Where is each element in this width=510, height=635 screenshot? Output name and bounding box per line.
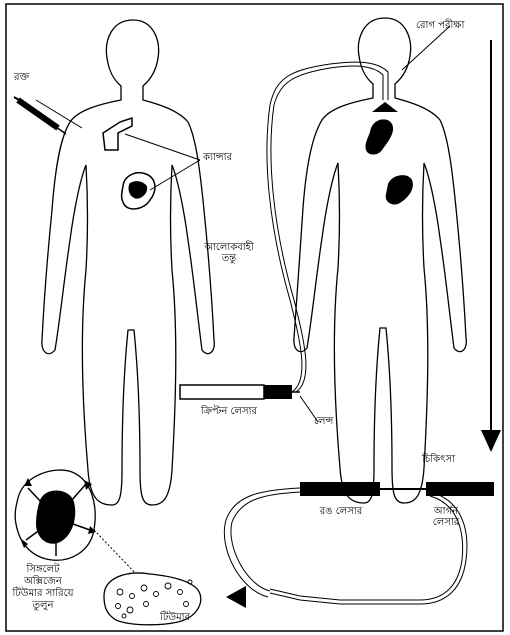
left-tumour-upper [103,118,132,150]
label-test: রোগ পরীক্ষা [416,20,464,31]
krypton-laser-unit [180,385,300,399]
cancer-leader-2 [150,160,200,190]
label-argon-laser: আর্গন লেসার [420,506,472,528]
test-leader [402,26,450,70]
cancer-leader-1 [125,134,200,160]
right-body-outline [294,18,466,503]
label-cancer: ক্যান্সার [203,152,232,163]
right-tumour-lower [386,175,413,204]
treatment-tip-cone [226,586,246,608]
down-arrow-icon [481,40,501,452]
magnify-leader-dotted [94,530,140,578]
label-krypton-laser: ক্রিপ্টন লেসার [200,406,258,417]
left-tumour-lower [122,173,155,209]
label-optical-fibre: আলোকবাহী তন্তু [200,242,258,264]
label-dye-laser: রঙ লেসার [318,506,364,517]
label-singlet-oxygen: সিঙ্গলেট অক্সিজেন টিউমার সারিয়ে তুলুন [10,564,76,612]
dye-laser-unit [300,482,426,496]
right-tumour-upper [365,119,393,154]
label-blood: রক্ত [14,72,29,83]
fibre-tip-cone [372,102,398,112]
left-body-outline [42,20,214,505]
tumour-cell-magnified [15,470,96,560]
optical-fibre [267,62,388,392]
label-lens: লেন্স [314,416,333,427]
argon-laser-unit [426,482,494,496]
label-tumour: টিউমার [160,612,190,623]
label-treatment: চিকিৎসা [422,454,455,465]
